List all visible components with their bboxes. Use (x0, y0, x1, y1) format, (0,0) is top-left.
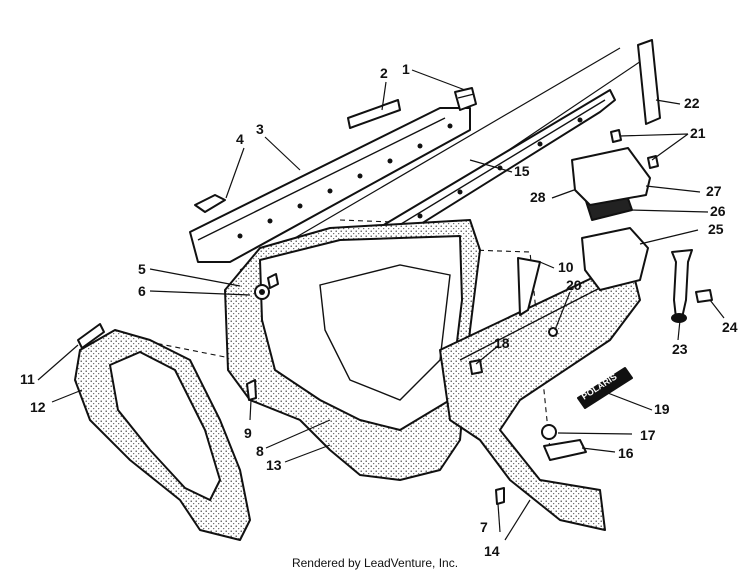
callout-4: 4 (236, 131, 244, 147)
callout-3: 3 (256, 121, 264, 137)
callout-16: 16 (618, 445, 634, 461)
part-11-strip (77, 323, 105, 349)
callout-14: 14 (484, 543, 500, 559)
callout-7: 7 (480, 519, 488, 535)
part-10-bracket (517, 257, 541, 316)
part-14-lower-rail (439, 259, 641, 531)
callout-17: 17 (640, 427, 656, 443)
callout-15: 15 (514, 163, 530, 179)
part-22-hinge (637, 39, 661, 125)
callout-25: 25 (708, 221, 724, 237)
callout-2: 2 (380, 65, 388, 81)
callout-13: 13 (266, 457, 282, 473)
leader-lines (37, 69, 725, 541)
callout-11: 11 (20, 371, 35, 387)
part-23-strap (671, 249, 693, 323)
callout-9: 9 (244, 425, 252, 441)
fasteners (246, 129, 659, 505)
callout-1: 1 (402, 61, 410, 77)
part-1-clip (454, 87, 477, 111)
callout-28: 28 (530, 189, 546, 205)
part-24-pin (695, 289, 713, 303)
callout-26: 26 (710, 203, 726, 219)
part-3-upper-strip (189, 107, 471, 263)
part-2-bar (347, 99, 401, 129)
part-12-bumper (74, 329, 251, 541)
callouts: 1 2 3 4 5 6 7 8 9 10 11 12 13 14 15 16 1… (20, 61, 738, 559)
callout-18: 18 (494, 335, 510, 351)
callout-20: 20 (566, 277, 582, 293)
callout-27: 27 (706, 183, 722, 199)
callout-24: 24 (722, 319, 738, 335)
part-13-front-shell (224, 219, 481, 481)
callout-23: 23 (672, 341, 688, 357)
callout-5: 5 (138, 261, 146, 277)
part-27-lid (571, 147, 651, 206)
part-25-box (581, 227, 649, 291)
callout-19: 19 (654, 401, 670, 417)
callout-10: 10 (558, 259, 574, 275)
callout-6: 6 (138, 283, 146, 299)
callout-8: 8 (256, 443, 264, 459)
callout-21: 21 (690, 125, 706, 141)
callout-22: 22 (684, 95, 700, 111)
alignment-line (239, 47, 621, 271)
callout-12: 12 (30, 399, 46, 415)
part-19-decal: POLARIS (577, 367, 633, 409)
part-4-bracket (194, 194, 226, 213)
footer-credit: Rendered by LeadVenture, Inc. (291, 556, 459, 570)
